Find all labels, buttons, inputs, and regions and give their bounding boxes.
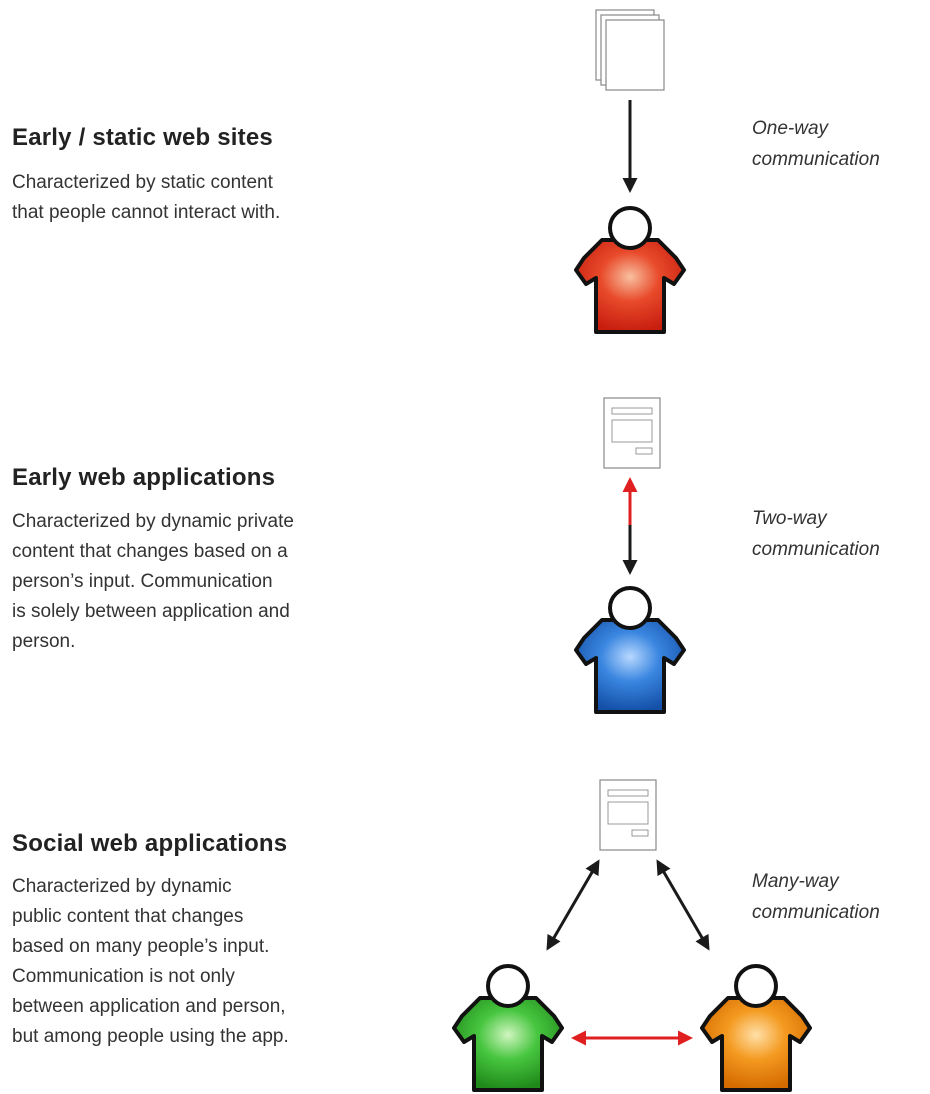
- caption-line: Many-way: [752, 871, 839, 892]
- description-line: that people cannot interact with.: [12, 202, 281, 223]
- description-line: Communication is not only: [12, 966, 235, 987]
- section-description: Characterized by dynamic private content…: [12, 507, 294, 657]
- description-line: content that changes based on a: [12, 541, 288, 562]
- section-title: Early web applications: [12, 464, 276, 491]
- section-description: Characterized by static content that peo…: [12, 168, 280, 228]
- caption-line: One-way: [752, 118, 829, 139]
- communication-caption: Many-way communication: [752, 866, 880, 928]
- app-person-right-arrow: [656, 859, 710, 951]
- description-line: between application and person,: [12, 996, 286, 1017]
- description-line: but among people using the app.: [12, 1026, 289, 1047]
- section-title: Social web applications: [12, 830, 288, 857]
- person-icon: [700, 964, 812, 1092]
- person-icon: [452, 964, 564, 1092]
- communication-caption: Two-way communication: [752, 503, 880, 565]
- description-line: public content that changes: [12, 906, 244, 927]
- caption-line: communication: [752, 539, 880, 560]
- description-line: person.: [12, 631, 76, 652]
- document-stack-icon: [595, 9, 665, 91]
- description-line: person’s input. Communication: [12, 571, 273, 592]
- caption-line: communication: [752, 902, 880, 923]
- description-line: Characterized by static content: [12, 172, 273, 193]
- description-line: Characterized by dynamic: [12, 876, 232, 897]
- section-title: Early / static web sites: [12, 124, 273, 151]
- communication-caption: One-way communication: [752, 113, 880, 175]
- person-icon: [574, 206, 686, 334]
- description-line: based on many people’s input.: [12, 936, 270, 957]
- person-icon: [574, 586, 686, 714]
- caption-line: communication: [752, 149, 880, 170]
- description-line: Characterized by dynamic private: [12, 511, 294, 532]
- caption-line: Two-way: [752, 508, 827, 529]
- app-person-left-arrow: [546, 859, 600, 951]
- section-description: Characterized by dynamic public content …: [12, 872, 289, 1052]
- web-page-icon: [599, 779, 657, 851]
- web-page-icon: [603, 397, 661, 469]
- description-line: is solely between application and: [12, 601, 290, 622]
